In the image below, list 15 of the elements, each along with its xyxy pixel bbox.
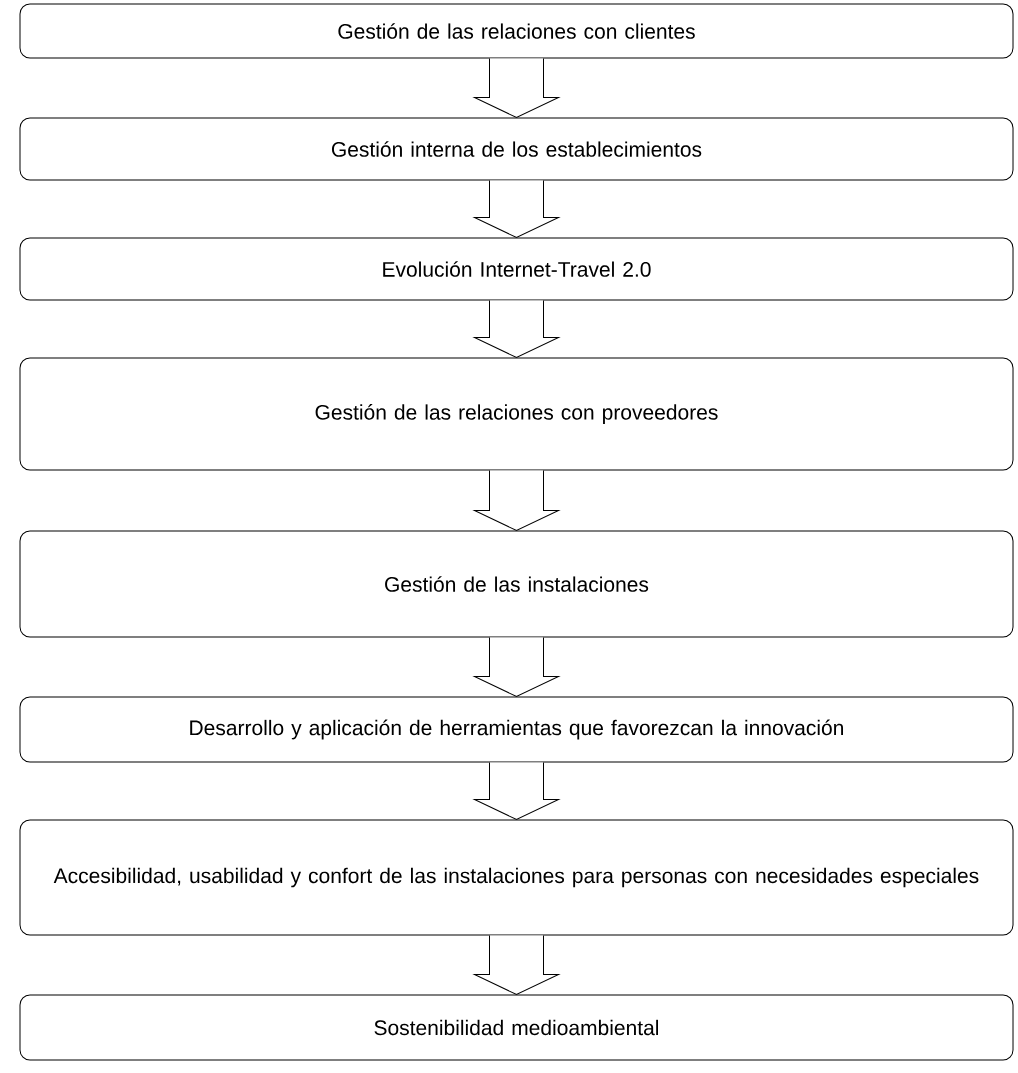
process-box: Gestión de las relaciones con proveedores	[19, 357, 1014, 471]
block-arrow	[474, 470, 559, 531]
process-box: Sostenibilidad medioambiental	[19, 994, 1014, 1061]
block-arrow	[474, 637, 559, 697]
process-box: Gestión interna de los establecimientos	[19, 117, 1014, 181]
process-box: Gestión de las relaciones con clientes	[19, 3, 1014, 59]
process-box: Desarrollo y aplicación de herramientas que favorezcan la innovación	[19, 696, 1014, 763]
block-arrow	[474, 58, 559, 118]
process-box: Gestión de las instalaciones	[19, 530, 1014, 638]
process-box: Evolución Internet-Travel 2.0	[19, 237, 1014, 301]
block-arrow	[474, 762, 559, 820]
process-box: Accesibilidad, usabilidad y confort de las instalaciones para personas con necesidades especiales	[19, 819, 1014, 936]
block-arrow	[474, 300, 559, 358]
block-arrow	[474, 935, 559, 995]
block-arrow	[474, 180, 559, 238]
